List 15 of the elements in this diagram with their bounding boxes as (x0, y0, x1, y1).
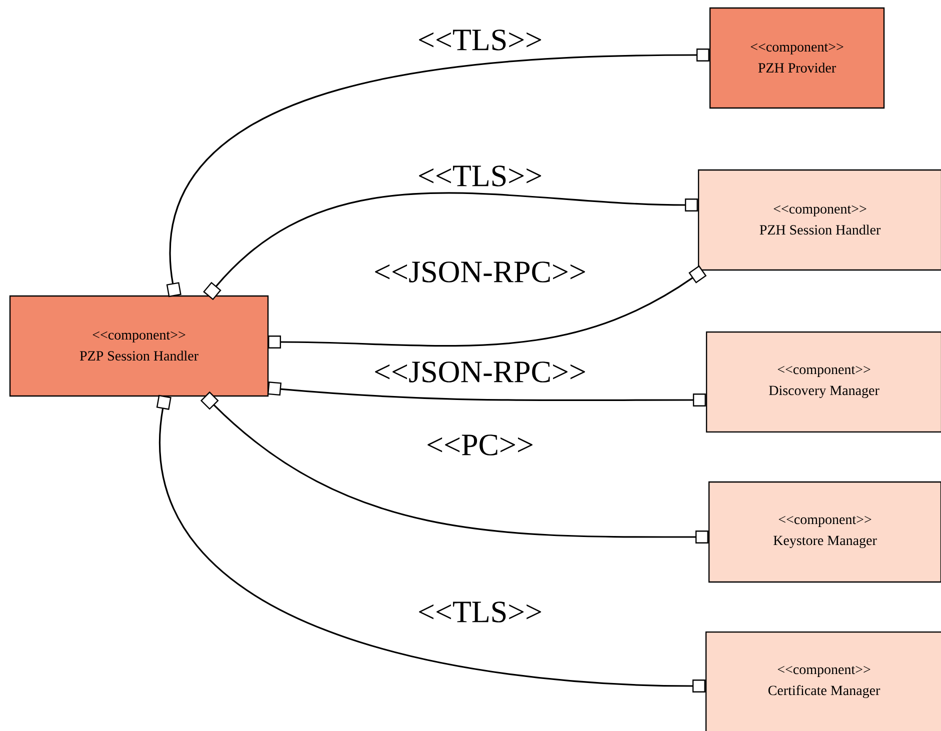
edge-label: <<JSON-RPC>> (372, 360, 588, 384)
connector (156, 394, 706, 692)
component-box: <<component>> PZP Session Handler (9, 295, 269, 397)
edge-label: <<TLS>> (416, 600, 544, 624)
edge-label: <<JSON-RPC>> (372, 260, 588, 284)
edge-label: <<TLS>> (416, 164, 544, 188)
edge-label: <<PC>> (425, 434, 535, 456)
edge-label: <<TLS>> (416, 28, 544, 52)
component-box: <<component>> PZH Session Handler (698, 169, 941, 271)
connector (166, 48, 710, 298)
component-box: <<component>> Keystore Manager (708, 481, 941, 583)
component-box: <<component>> Discovery Manager (706, 331, 941, 433)
connector (267, 382, 706, 406)
component-box: <<component>> PZH Provider (709, 7, 885, 109)
component-box: <<component>> Certificate Manager (705, 631, 941, 731)
